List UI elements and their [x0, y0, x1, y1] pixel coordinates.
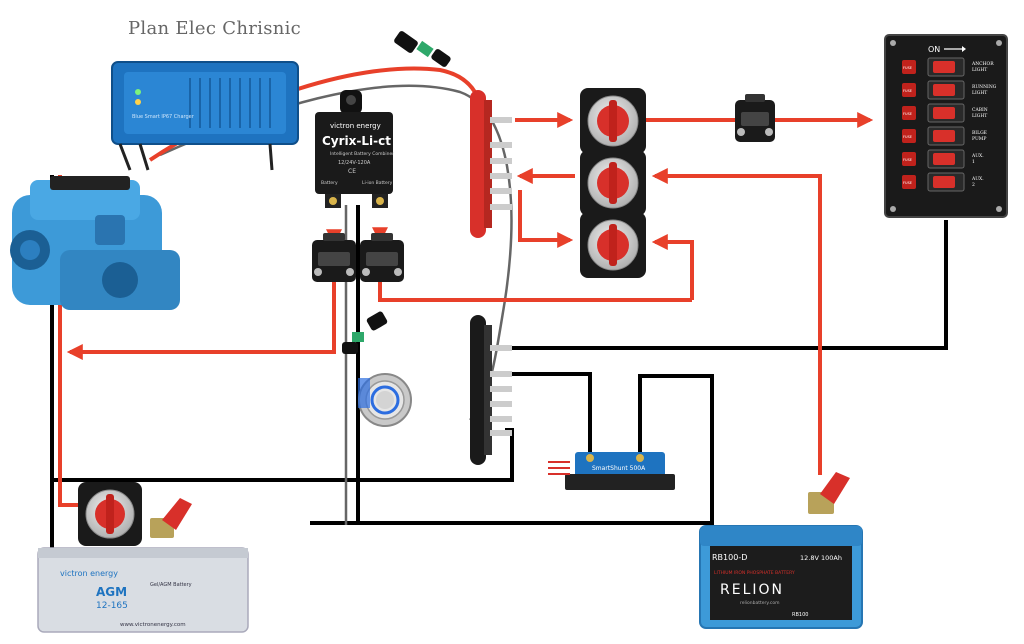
lithium-chemistry: LITHIUM IRON PHOSPHATE BATTERY: [714, 570, 795, 576]
combiner-left-terminal: Battery: [321, 180, 338, 186]
agm-brand: victron energy: [60, 569, 118, 578]
switch3-return: [651, 234, 694, 300]
panel-fuse-label: FUSE: [903, 89, 912, 93]
neg-wire-bus-shunt: [505, 372, 592, 455]
negative-bus-bar: [470, 315, 512, 465]
inline-fuse-charger: [394, 31, 451, 67]
shunt-label: SmartShunt 500A: [592, 465, 646, 472]
battery-switch-agm[interactable]: [78, 482, 142, 546]
ignition-switch: [358, 373, 412, 427]
panel-rocker-switch[interactable]: [933, 107, 955, 119]
panel-fuse: [902, 83, 916, 97]
combiner-right-terminal: Li-ion Battery: [362, 180, 393, 186]
battery-shunt: SmartShunt 500A: [548, 452, 675, 490]
charger-label: Blue Smart IP67 Charger: [132, 114, 195, 120]
lithium-model: RB100-D: [712, 553, 747, 562]
panel-fuse-label: FUSE: [903, 112, 912, 116]
panel-circuit-label: 1: [972, 159, 975, 165]
lithium-tag: RB100: [792, 612, 808, 618]
bus-to-switch3: [518, 190, 574, 248]
agm-website: www.victronenergy.com: [120, 622, 186, 628]
agm-battery: victron energy AGM 12-165 Gel/AGM Batter…: [37, 547, 249, 633]
battery-switch-1[interactable]: [580, 88, 646, 154]
agm-model: 12-165: [96, 601, 128, 611]
battery-combiner: victron energy Cyrix-Li-ct Intelligent B…: [315, 90, 394, 208]
breaker-left-to-engine: [66, 280, 336, 360]
terminal-disconnect-lithium[interactable]: [808, 472, 850, 514]
combiner-rating: 12/24V-120A: [338, 160, 371, 166]
panel-rocker-switch[interactable]: [933, 84, 955, 96]
inline-fuse-ignition: [342, 311, 388, 354]
lithium-rating: 12.8V 100Ah: [800, 554, 842, 562]
panel-circuit-label: BILGE: [972, 130, 987, 136]
panel-rocker-switch[interactable]: [933, 176, 955, 188]
panel-circuit-label: LIGHT: [972, 67, 987, 73]
panel-fuse: [902, 106, 916, 120]
agm-type: AGM: [96, 585, 127, 599]
panel-rocker-switch[interactable]: [933, 130, 955, 142]
panel-rows: FUSEANCHORLIGHTFUSERUNNINGLIGHTFUSECABIN…: [902, 57, 997, 192]
panel-on-label: ON: [928, 45, 940, 54]
battery-switch-3[interactable]: [580, 212, 646, 278]
panel-circuit-label: LIGHT: [972, 113, 987, 119]
panel-fuse-label: FUSE: [903, 158, 912, 162]
circuit-breaker-right: [360, 233, 404, 282]
terminal-disconnect-agm[interactable]: [150, 498, 192, 538]
combiner-brand: victron energy: [330, 122, 381, 130]
diagram-title: Plan Elec Chrisnic: [128, 18, 302, 39]
breaker-right-loop: [378, 280, 692, 302]
panel-circuit-label: ANCHOR: [971, 61, 994, 67]
circuit-breaker-left: [312, 233, 356, 282]
panel-circuit-label: AUX.: [971, 153, 984, 159]
circuit-breaker-panel-feed: [735, 94, 775, 142]
panel-fuse: [902, 152, 916, 166]
neg-wire-shunt-lithium: [638, 374, 714, 528]
panel-fuse: [902, 129, 916, 143]
panel-circuit-label: LIGHT: [972, 90, 987, 96]
panel-fuse: [902, 175, 916, 189]
positive-bus-bar: [470, 90, 512, 238]
panel-rocker-switch[interactable]: [933, 153, 955, 165]
panel-circuit-label: 2: [972, 182, 975, 188]
panel-rocker-switch[interactable]: [933, 61, 955, 73]
panel-circuit-label: PUMP: [972, 136, 986, 142]
panel-fuse: [902, 60, 916, 74]
panel-fuse-label: FUSE: [903, 135, 912, 139]
neg-wire-panel: [505, 220, 948, 350]
panel-fuse-label: FUSE: [903, 181, 912, 185]
battery-charger: Blue Smart IP67 Charger: [111, 61, 299, 171]
panel-circuit-label: CABIN: [972, 107, 988, 113]
lithium-battery: RB100-D 12.8V 100Ah LITHIUM IRON PHOSPHA…: [699, 525, 863, 629]
panel-circuit-label: AUX.: [971, 176, 984, 182]
lithium-to-switch2: [651, 168, 822, 475]
combiner-subtitle: Intelligent Battery Combiner: [330, 151, 394, 157]
panel-fuse-label: FUSE: [903, 66, 912, 70]
combiner-model: Cyrix-Li-ct: [322, 134, 391, 148]
battery-switch-2[interactable]: [580, 150, 646, 216]
lithium-brand: RELION: [720, 582, 784, 598]
switch-panel: ON FUSEANCHORLIGHTFUSERUNNINGLIGHTFUSECA…: [884, 34, 1008, 218]
engine: [10, 176, 180, 310]
agm-note: Gel/AGM Battery: [150, 582, 192, 588]
panel-circuit-label: RUNNING: [972, 84, 997, 90]
combiner-ce: CE: [348, 168, 356, 175]
lithium-website: relionbattery.com: [740, 600, 779, 606]
